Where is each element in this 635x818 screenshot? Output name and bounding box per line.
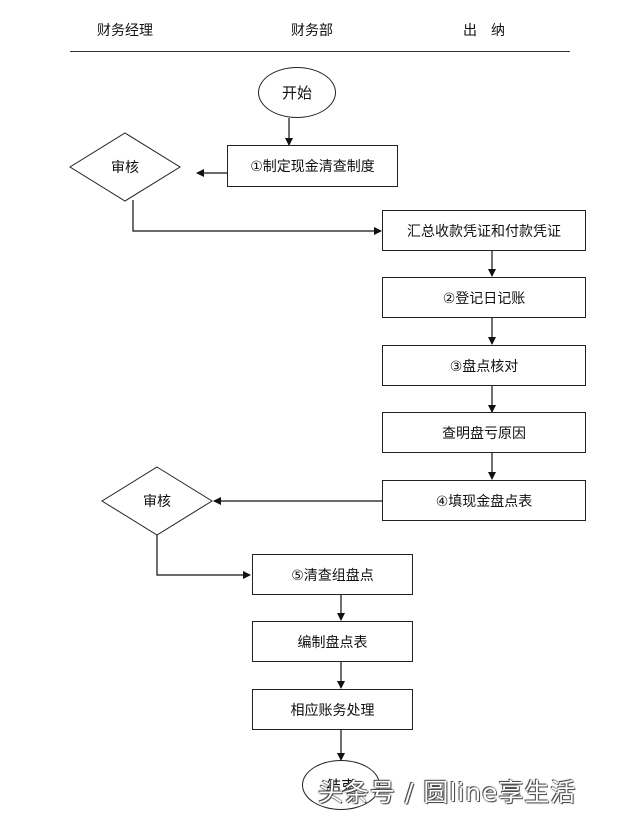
summary-box: 汇总收款凭证和付款凭证 [382,210,586,251]
lane-header-cashier: 出 纳 [463,23,505,39]
arrow-review1-to-summary [132,200,382,235]
lane-header-department: 财务部 [291,23,333,39]
watermark-text: 头条号 / 圆line享生活 [318,778,577,807]
step1-box: ①制定现金清查制度 [227,145,398,187]
review2-label: 审核 [143,494,171,510]
end-node: 结束 [302,760,380,810]
start-node: 开始 [258,67,336,118]
step4-box: ④填现金盘点表 [382,480,586,521]
step3-box: ③盘点核对 [382,345,586,386]
find-cause-box: 查明盘亏原因 [382,412,586,453]
header-divider [70,51,570,52]
step5-box: ⑤清查组盘点 [252,554,413,595]
step2-box: ②登记日记账 [382,277,586,318]
review1-label: 审核 [111,160,139,176]
compile-box: 编制盘点表 [252,621,413,662]
review-diamond-1 [69,132,181,202]
arrow-review2-to-step5 [156,535,251,579]
accounting-box: 相应账务处理 [252,689,413,730]
lane-header-manager: 财务经理 [97,23,153,39]
